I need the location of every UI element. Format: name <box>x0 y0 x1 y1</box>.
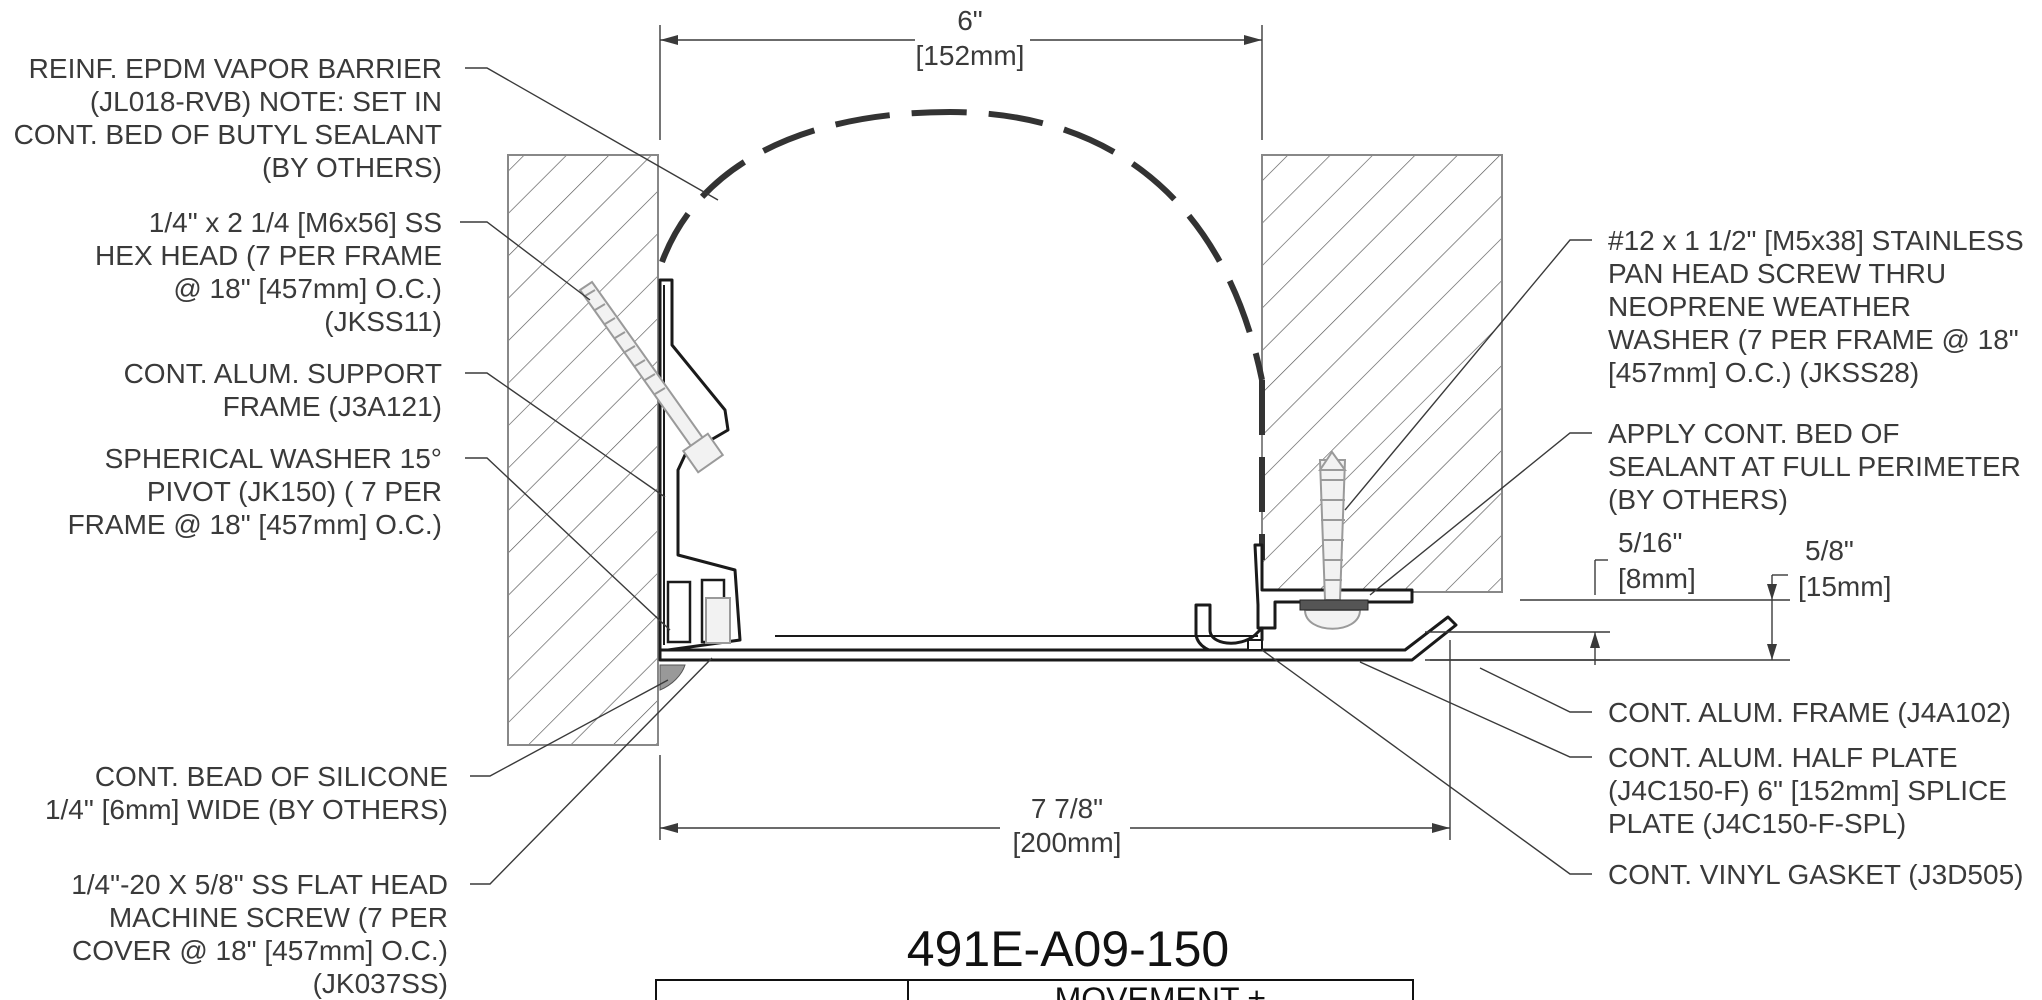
svg-text:NEOPRENE WEATHER: NEOPRENE WEATHER <box>1608 291 1911 322</box>
svg-text:FRAME @ 18" [457mm] O.C.): FRAME @ 18" [457mm] O.C.) <box>68 509 442 540</box>
svg-text:MACHINE SCREW (7 PER: MACHINE SCREW (7 PER <box>109 902 448 933</box>
dim-5-8-line2: [15mm] <box>1798 571 1891 602</box>
svg-text:CONT. BEAD OF SILICONE: CONT. BEAD OF SILICONE <box>95 761 448 792</box>
svg-text:(J4C150-F) 6" [152mm] SPLICE: (J4C150-F) 6" [152mm] SPLICE <box>1608 775 2007 806</box>
dim-top-line2: [152mm] <box>916 40 1025 71</box>
svg-text:PAN HEAD SCREW THRU: PAN HEAD SCREW THRU <box>1608 258 1946 289</box>
svg-text:REINF. EPDM VAPOR BARRIER: REINF. EPDM VAPOR BARRIER <box>29 53 442 84</box>
hex-head-anchor-screw <box>578 280 725 474</box>
vapor-barrier-loop <box>659 108 1265 381</box>
callout-vinyl-gasket: CONT. VINYL GASKET (J3D505) <box>1261 649 2023 890</box>
svg-text:CONT. BED OF BUTYL SEALANT: CONT. BED OF BUTYL SEALANT <box>14 119 442 150</box>
svg-text:PLATE (J4C150-F-SPL): PLATE (J4C150-F-SPL) <box>1608 808 1906 839</box>
svg-text:SEALANT AT FULL PERIMETER: SEALANT AT FULL PERIMETER <box>1608 451 2021 482</box>
dim-5-8-line1: 5/8" <box>1805 535 1854 566</box>
movement-table-header: MOVEMENT ± <box>1055 981 1266 1000</box>
pan-head-screw <box>1299 450 1369 630</box>
dim-top-line1: 6" <box>957 5 983 36</box>
svg-text:(BY OTHERS): (BY OTHERS) <box>262 152 442 183</box>
right-substrate <box>1261 154 1503 593</box>
callout-pan-head-screw: #12 x 1 1/2" [M5x38] STAINLESS PAN HEAD … <box>1344 225 2024 511</box>
dimension-5-8: 5/8" [15mm] <box>1430 535 1891 661</box>
dimension-5-16: 5/16" [8mm] <box>1425 527 1696 665</box>
dimension-bottom-width: 7 7/8" [200mm] <box>659 640 1451 858</box>
dim-5-16-line2: [8mm] <box>1618 563 1696 594</box>
model-number-title: 491E-A09-150 <box>907 921 1229 977</box>
dimension-top-width: 6" [152mm] <box>659 5 1263 140</box>
svg-text:WASHER (7 PER FRAME @ 18": WASHER (7 PER FRAME @ 18" <box>1608 324 2019 355</box>
svg-text:SPHERICAL WASHER 15°: SPHERICAL WASHER 15° <box>105 443 442 474</box>
svg-text:(BY OTHERS): (BY OTHERS) <box>1608 484 1788 515</box>
dim-bottom-line2: [200mm] <box>1013 827 1122 858</box>
svg-text:COVER @ 18" [457mm] O.C.): COVER @ 18" [457mm] O.C.) <box>72 935 448 966</box>
callout-support-frame: CONT. ALUM. SUPPORT FRAME (J3A121) <box>124 358 666 498</box>
callout-silicone-bead: CONT. BEAD OF SILICONE 1/4" [6mm] WIDE (… <box>45 679 669 825</box>
dim-bottom-line1: 7 7/8" <box>1031 793 1103 824</box>
callout-flat-head-screw: 1/4"-20 X 5/8" SS FLAT HEAD MACHINE SCRE… <box>71 657 713 999</box>
svg-text:PIVOT (JK150) ( 7 PER: PIVOT (JK150) ( 7 PER <box>147 476 442 507</box>
svg-text:1/4"-20 X 5/8" SS FLAT HEAD: 1/4"-20 X 5/8" SS FLAT HEAD <box>71 869 448 900</box>
movement-table: MOVEMENT ± <box>655 979 1414 1000</box>
svg-text:#12 x 1 1/2" [M5x38] STAINLESS: #12 x 1 1/2" [M5x38] STAINLESS <box>1608 225 2024 256</box>
svg-text:CONT. ALUM. HALF PLATE: CONT. ALUM. HALF PLATE <box>1608 742 1958 773</box>
spherical-washer-pivot-left <box>666 580 692 644</box>
svg-text:@ 18" [457mm] O.C.): @ 18" [457mm] O.C.) <box>173 273 442 304</box>
svg-text:(JKSS11): (JKSS11) <box>324 306 442 337</box>
svg-text:1/4" x 2 1/4 [M6x56] SS: 1/4" x 2 1/4 [M6x56] SS <box>149 207 442 238</box>
callout-half-plate: CONT. ALUM. HALF PLATE (J4C150-F) 6" [15… <box>1359 661 2007 839</box>
callout-spherical-washer: SPHERICAL WASHER 15° PIVOT (JK150) ( 7 P… <box>68 443 671 631</box>
svg-text:CONT. ALUM. SUPPORT: CONT. ALUM. SUPPORT <box>124 358 442 389</box>
callout-hex-head-screw: 1/4" x 2 1/4 [M6x56] SS HEX HEAD (7 PER … <box>95 207 591 337</box>
svg-text:(JK037SS): (JK037SS) <box>313 968 448 999</box>
svg-text:APPLY CONT. BED OF: APPLY CONT. BED OF <box>1608 418 1899 449</box>
silicone-bead <box>659 664 686 691</box>
cover-half-plate <box>658 615 1458 662</box>
left-substrate <box>507 154 659 746</box>
svg-text:FRAME (J3A121): FRAME (J3A121) <box>223 391 442 422</box>
svg-text:1/4" [6mm] WIDE (BY OTHERS): 1/4" [6mm] WIDE (BY OTHERS) <box>45 794 448 825</box>
dim-5-16-line1: 5/16" <box>1618 527 1682 558</box>
svg-text:HEX HEAD (7 PER FRAME: HEX HEAD (7 PER FRAME <box>95 240 442 271</box>
callout-sealant-bed: APPLY CONT. BED OF SEALANT AT FULL PERIM… <box>1369 418 2021 596</box>
svg-text:[457mm] O.C.) (JKSS28): [457mm] O.C.) (JKSS28) <box>1608 357 1919 388</box>
callout-alum-frame: CONT. ALUM. FRAME (J4A102) <box>1479 667 2011 728</box>
svg-text:(JL018-RVB) NOTE: SET IN: (JL018-RVB) NOTE: SET IN <box>90 86 442 117</box>
flat-head-machine-screw <box>705 597 731 644</box>
svg-text:CONT. ALUM. FRAME (J4A102): CONT. ALUM. FRAME (J4A102) <box>1608 697 2011 728</box>
callout-vapor-barrier: REINF. EPDM VAPOR BARRIER (JL018-RVB) NO… <box>14 53 719 201</box>
svg-text:CONT. VINYL GASKET (J3D505): CONT. VINYL GASKET (J3D505) <box>1608 859 2023 890</box>
vinyl-gasket <box>1247 639 1263 651</box>
